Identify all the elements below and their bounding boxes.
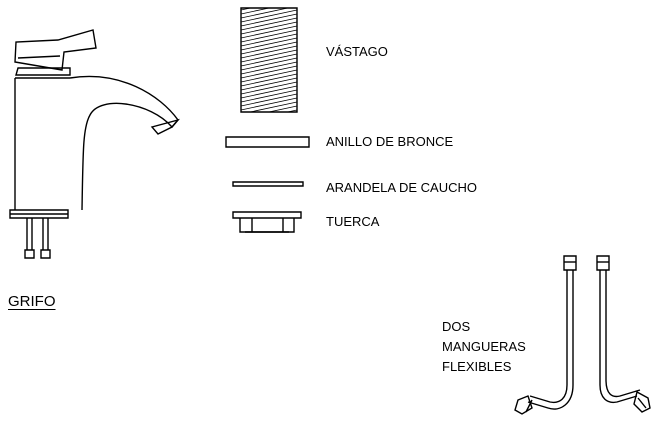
label-arandela-de-caucho: ARANDELA DE CAUCHO xyxy=(326,180,477,195)
nut-drawing xyxy=(233,212,301,232)
stem-drawing xyxy=(241,0,297,126)
label-anillo-de-bronce: ANILLO DE BRONCE xyxy=(326,134,454,149)
faucet-drawing xyxy=(10,30,178,258)
faucet-body xyxy=(15,78,70,210)
rubber-washer-drawing xyxy=(233,182,303,186)
label-grifo: GRIFO xyxy=(8,293,56,310)
label-mangueras-line3: FLEXIBLES xyxy=(442,359,512,374)
faucet-pins xyxy=(27,218,48,250)
hoses-drawing xyxy=(515,256,650,414)
bronze-ring-drawing xyxy=(226,137,309,147)
label-tuerca: TUERCA xyxy=(326,214,380,229)
label-mangueras-line1: DOS xyxy=(442,319,471,334)
faucet-lever xyxy=(15,30,96,70)
label-mangueras-line2: MANGUERAS xyxy=(442,339,526,354)
faucet-cap xyxy=(16,68,70,75)
faucet-spout xyxy=(70,76,178,210)
label-vastago: VÁSTAGO xyxy=(326,44,388,59)
